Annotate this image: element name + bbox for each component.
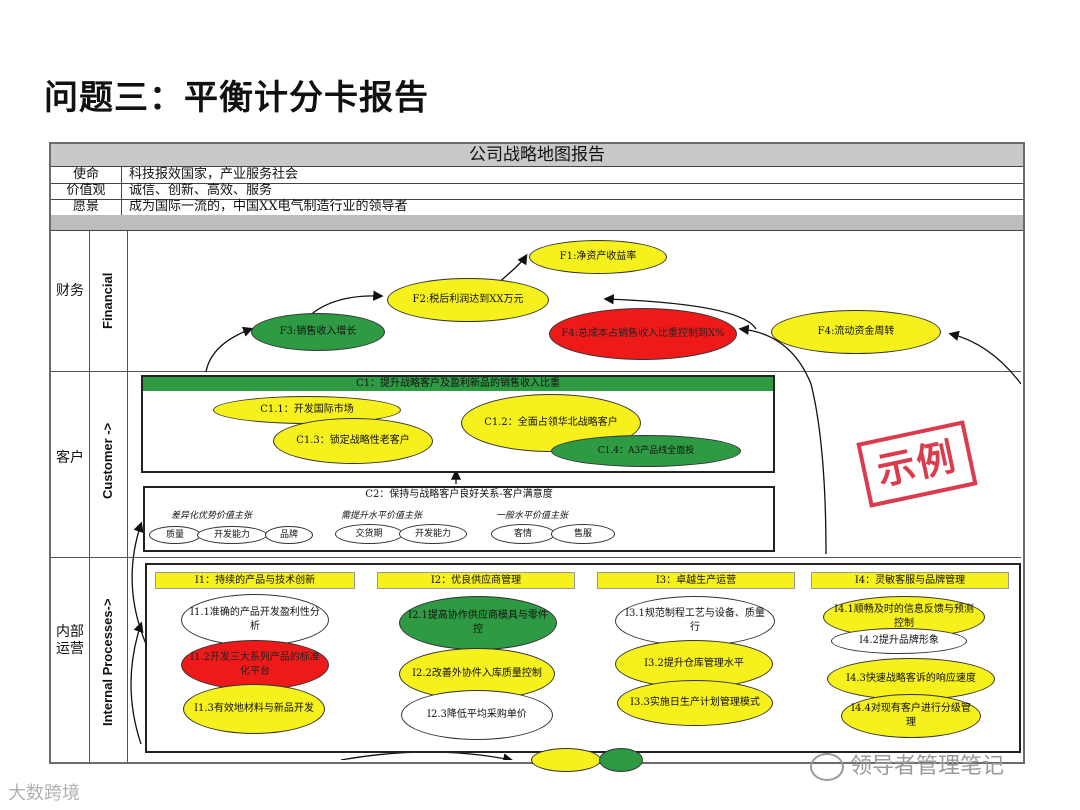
tag-quality: 质量 — [149, 526, 201, 544]
mission-row: 使命 科技报效国家，产业服务社会 — [51, 167, 1023, 184]
column-divider-cn — [89, 231, 90, 762]
objective-f3: F3:销售收入增长 — [251, 313, 385, 351]
tag-delivery: 交货期 — [335, 524, 403, 544]
values-row: 价值观 诚信、创新、高效、服务 — [51, 183, 1023, 200]
i1-header: I1：持续的产品与技术创新 — [155, 572, 355, 589]
objective-f1: F1:净资产收益率 — [529, 240, 667, 274]
values-value: 诚信、创新、高效、服务 — [129, 183, 273, 198]
objective-i32: I3.2提升仓库管理水平 — [615, 640, 773, 688]
mission-label: 使命 — [51, 167, 122, 183]
wechat-icon — [810, 753, 844, 781]
row-divider-internal — [51, 557, 1021, 558]
watermark-left: 大数跨境 — [8, 779, 80, 805]
report-header: 公司战略地图报告 — [51, 144, 1023, 167]
i4-header: I4：灵敏客服与品牌管理 — [811, 572, 1009, 589]
objective-i13: I1.3有效地材料与新品开发 — [183, 684, 325, 734]
i2-header: I2：优良供应商管理 — [377, 572, 575, 589]
tag-service: 售服 — [551, 524, 615, 544]
c1-header: C1：提升战略客户及盈利新品的销售收入比重 — [143, 377, 773, 391]
internal-label-cn: 内部运营 — [56, 624, 84, 657]
objective-i12: I1.2开发三大系列产品的标准化平台 — [181, 640, 329, 690]
objective-f4-working-capital: F4:流动资金周转 — [771, 310, 941, 354]
tag-dev-capability: 开发能力 — [197, 526, 267, 544]
objective-i23: I2.3降低平均采购单价 — [401, 690, 553, 740]
value-group-2: 需提升水平价值主张 — [341, 511, 423, 521]
objective-f2: F2:税后利润达到XX万元 — [387, 278, 549, 322]
strategy-map-report: 公司战略地图报告 使命 科技报效国家，产业服务社会 价值观 诚信、创新、高效、服… — [49, 142, 1025, 772]
tag-brand: 品牌 — [265, 526, 313, 544]
objective-f4-cost: F4:总成本占销售收入比重控制到X% — [549, 308, 737, 360]
objective-c14: C1.4：A3产品线全面投 — [551, 435, 741, 467]
watermark-right-text: 领导者管理笔记 — [850, 754, 1005, 779]
objective-i42: I4.2提升品牌形象 — [831, 628, 967, 654]
value-group-1: 差异化优势价值主张 — [171, 511, 253, 521]
separator-band — [51, 215, 1023, 231]
financial-label-cn: 财务 — [56, 283, 84, 299]
watermark-right: 领导者管理笔记 — [810, 748, 1004, 781]
mission-value: 科技报效国家，产业服务社会 — [129, 167, 299, 182]
tag-dev-capability-2: 开发能力 — [399, 524, 467, 544]
objective-i43: I4.3快速战略客诉的响应速度 — [827, 658, 995, 700]
objective-i31: I3.1规范制程工艺与设备、质量行 — [615, 596, 775, 646]
objective-i44: I4.4对现有客户进行分级管理 — [841, 694, 981, 738]
customer-label-cn: 客户 — [56, 450, 84, 466]
column-divider-en — [127, 231, 128, 762]
i3-header: I3：卓越生产运营 — [597, 572, 795, 589]
value-group-3: 一般水平价值主张 — [496, 511, 569, 521]
objective-i33: I3.3实施日生产计划管理模式 — [617, 680, 773, 726]
vision-value: 成为国际一流的，中国XX电气制造行业的领导者 — [129, 199, 408, 214]
vision-label: 愿景 — [51, 199, 122, 215]
watermark-left-text: 大数跨境 — [8, 783, 80, 804]
tag-relationship: 客情 — [491, 524, 555, 544]
objective-c13: C1.3：锁定战略性老客户 — [273, 418, 433, 464]
page-title: 问题三：平衡计分卡报告 — [44, 78, 429, 118]
objective-i11: I1.1准确的产品开发盈利性分析 — [181, 594, 329, 646]
row-divider-customer — [51, 371, 1021, 372]
partial-oval-green — [599, 748, 643, 772]
values-label: 价值观 — [51, 183, 122, 199]
c2-header: C2：保持与战略客户良好关系-客户满意度 — [365, 489, 553, 500]
partial-oval-yellow — [531, 748, 601, 772]
objective-i21: I2.1提高协作供应商模具与零件控 — [399, 596, 557, 650]
